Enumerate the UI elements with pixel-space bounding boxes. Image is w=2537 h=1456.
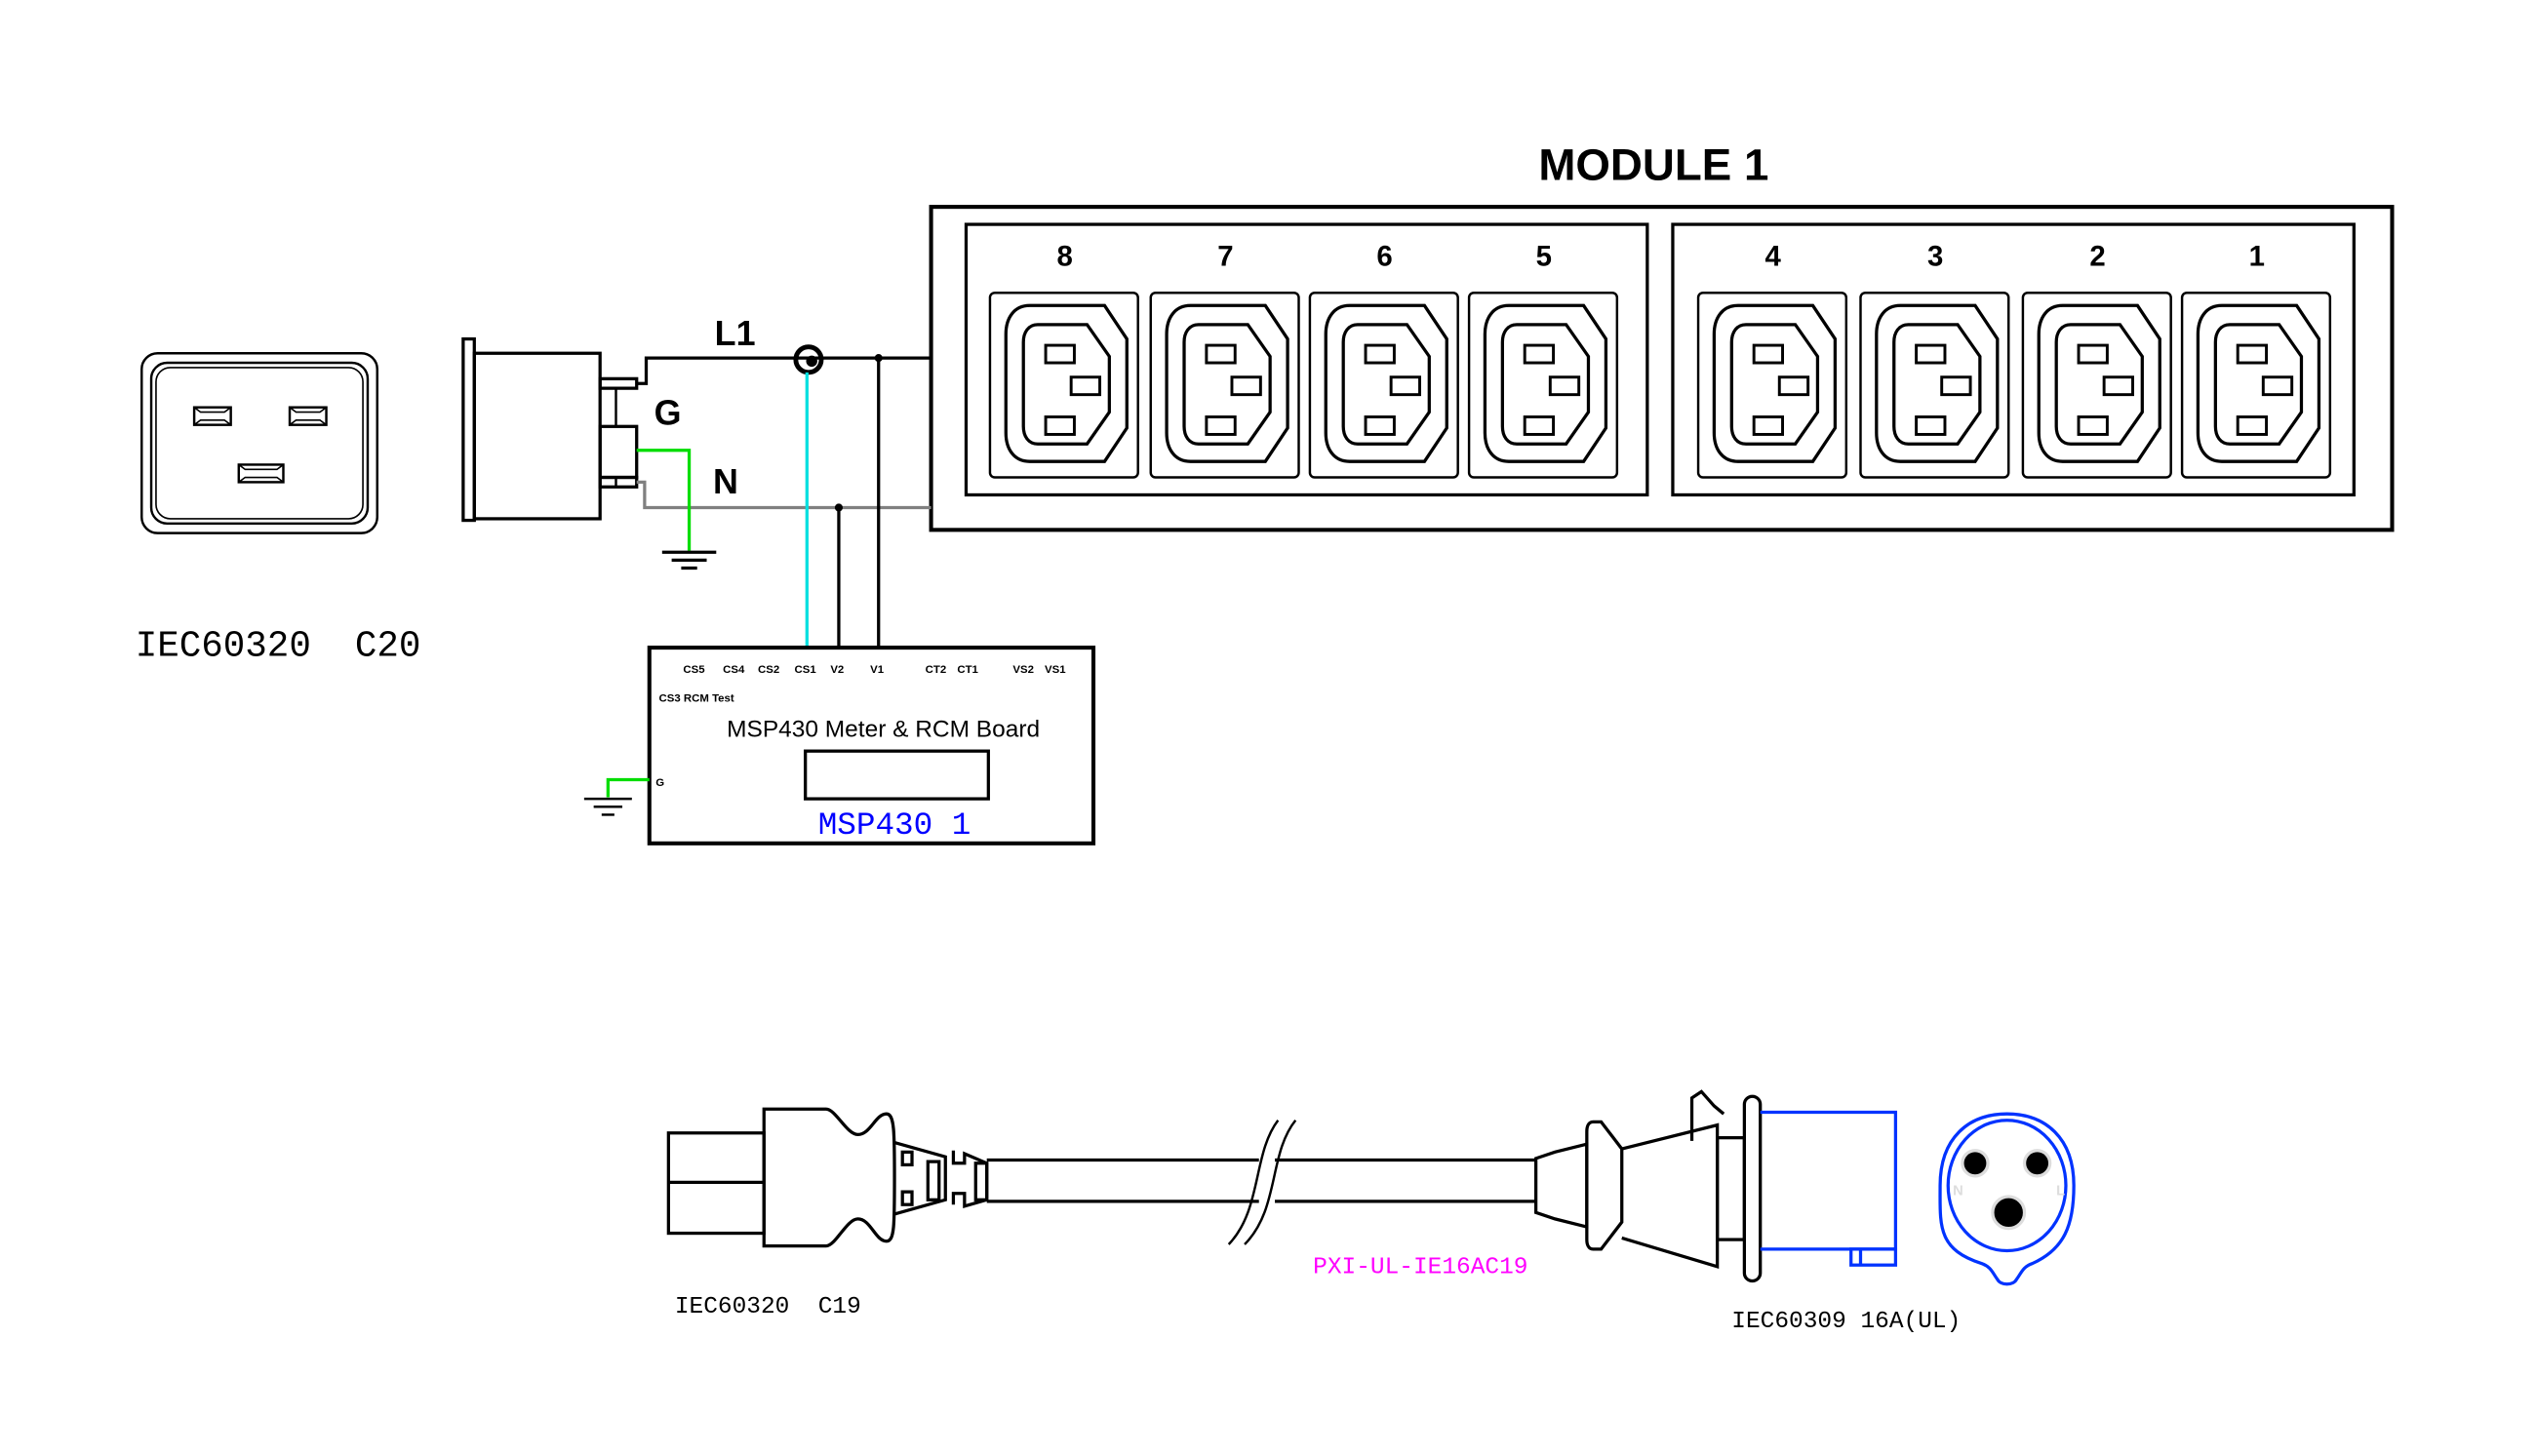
neutral-label: N [713, 462, 738, 501]
socket-neutral-label: N [1953, 1183, 1963, 1199]
cable-break-icon [1227, 1119, 1297, 1245]
c20-pin-left [192, 406, 232, 426]
iec-c13-outlet-icon [1149, 292, 1300, 479]
outlet-5: 5 [1467, 240, 1619, 479]
iec-c13-outlet-icon [2021, 292, 2172, 479]
iec60309-plug-body-icon [1760, 1110, 1898, 1267]
outlet-number: 6 [1376, 240, 1392, 272]
board-pin-vs1: VS1 [1045, 664, 1066, 676]
c19-label: IEC60320 C19 [675, 1294, 861, 1320]
board-pin-cs1: CS1 [795, 664, 817, 676]
iec60309-socket-face-icon: N L [1938, 1112, 2076, 1286]
board-ground-symbol-icon [583, 797, 632, 816]
outlets-left: 8 7 6 5 [988, 240, 1619, 479]
meter-board: CS5 CS4 CS2 CS1 V2 V1 CT2 CT1 VS2 VS1 CS3 RCM Tes… [647, 646, 1096, 846]
iec-c13-outlet-icon [1859, 292, 2010, 479]
ground-label: G [654, 394, 682, 433]
iec-c13-outlet-icon [2180, 292, 2332, 479]
outlet-number: 5 [1536, 240, 1552, 272]
outlet-7: 7 [1149, 240, 1300, 479]
outlet-bank-right [1671, 222, 2356, 497]
outlet-3: 3 [1859, 240, 2010, 479]
board-ground-wire [606, 777, 650, 798]
outlets-right: 4 3 2 1 [1696, 240, 2332, 479]
iec-c13-outlet-icon [1696, 292, 1848, 479]
inlet-label: IEC60320 C20 [136, 626, 421, 667]
cable-part-number: PXI-UL-IE16AC19 [1313, 1254, 1527, 1280]
inlet-side-view-icon [461, 336, 639, 523]
socket-line-label: L [2056, 1183, 2065, 1199]
outlet-number: 7 [1217, 240, 1233, 272]
outlet-8: 8 [988, 240, 1139, 479]
board-pin-cs4: CS4 [723, 664, 745, 676]
line-wire-l1 [636, 356, 932, 385]
outlet-number: 8 [1056, 240, 1072, 272]
iec-c13-outlet-icon [988, 292, 1139, 479]
board-pin-v1: V1 [870, 664, 885, 676]
outlet-number: 2 [2089, 240, 2105, 272]
outlet-2: 2 [2021, 240, 2172, 479]
ground-wire [636, 449, 692, 551]
c20-pin-right [288, 406, 328, 426]
c20-pin-earth [237, 463, 285, 484]
board-title: MSP430 Meter & RCM Board [727, 716, 1040, 742]
iec60309-label: IEC60309 16A(UL) [1731, 1309, 1961, 1335]
board-pin-cs2: CS2 [758, 664, 779, 676]
module-enclosure [929, 205, 2395, 532]
outlet-number: 3 [1927, 240, 1943, 272]
board-pin-v2: V2 [830, 664, 844, 676]
board-pin-ct1: CT1 [957, 664, 978, 676]
ground-symbol-icon [661, 550, 717, 571]
outlet-6: 6 [1308, 240, 1459, 479]
board-pin-cs5: CS5 [683, 664, 705, 676]
board-pin-vs2: VS2 [1012, 664, 1034, 676]
neutral-wire [636, 480, 932, 510]
board-pins: CS5 CS4 CS2 CS1 V2 V1 CT2 CT1 VS2 VS1 [683, 664, 1066, 676]
outlet-number: 1 [2249, 240, 2265, 272]
outlet-bank-left [964, 222, 1649, 497]
iec-c13-outlet-icon [1308, 292, 1459, 479]
outlet-number: 4 [1765, 240, 1782, 272]
line-label: L1 [715, 314, 756, 353]
board-name: MSP430 1 [818, 807, 971, 844]
board-display [804, 749, 990, 801]
outlet-1: 1 [2180, 240, 2332, 479]
board-pin-ct2: CT2 [926, 664, 947, 676]
module-title: MODULE 1 [1538, 139, 1768, 189]
iec-c20-inlet-icon [140, 352, 378, 534]
board-side-label: CS3 RCM Test [659, 693, 734, 705]
iec-c13-outlet-icon [1467, 292, 1619, 479]
outlet-4: 4 [1696, 240, 1848, 479]
board-ground-pin: G [655, 777, 664, 789]
cable-body [986, 1158, 1536, 1203]
iec-c19-connector-icon [666, 1107, 989, 1248]
iec60309-plug-icon [1533, 1089, 1763, 1283]
